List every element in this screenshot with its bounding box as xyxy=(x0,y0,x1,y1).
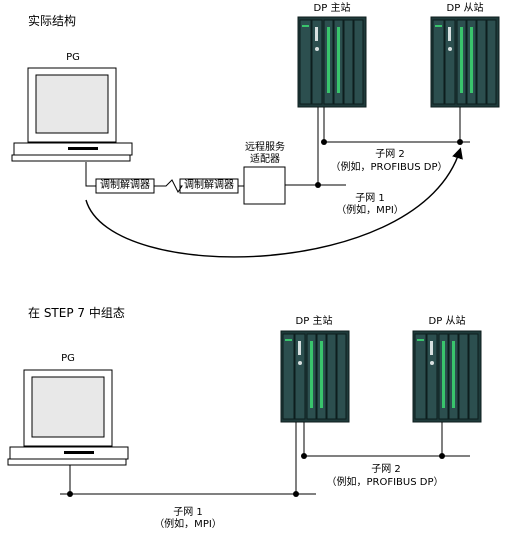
subnet2-name-top: 子网 2 xyxy=(375,149,405,160)
node-dot xyxy=(321,139,327,145)
plc-green-strip xyxy=(337,27,340,93)
subnet2-name-bottom: 子网 2 xyxy=(371,464,401,475)
subnet1-detail-top: （例如，MPI） xyxy=(336,205,404,216)
plc-master-top xyxy=(297,16,367,108)
plc-cpu-module xyxy=(311,19,323,105)
node-dot xyxy=(315,182,321,188)
subnet2-detail-bottom: （例如，PROFIBUS DP） xyxy=(326,477,444,488)
plc-green-strip xyxy=(460,27,463,93)
plc-status-indicator xyxy=(430,361,434,365)
pg-computer-top xyxy=(11,67,133,162)
plc-power-module xyxy=(432,19,445,105)
node-dot xyxy=(457,139,463,145)
plc-slave-bottom xyxy=(412,330,482,423)
plc-slave-top xyxy=(430,16,500,108)
plc-key-switch xyxy=(298,341,301,355)
plc-signal-module xyxy=(458,333,469,420)
plc-green-strip xyxy=(310,341,313,408)
pg-label-top: PG xyxy=(66,52,80,63)
pg-to-modem-line xyxy=(85,162,96,187)
plc-led xyxy=(302,25,309,27)
modem-label-1: 调制解调器 xyxy=(100,180,150,191)
plc-green-strip xyxy=(452,341,455,408)
plc-key-switch xyxy=(430,341,433,355)
plc-cpu-module xyxy=(444,19,456,105)
phone-line-zigzag xyxy=(154,179,183,193)
subnet1-name-bottom: 子网 1 xyxy=(173,507,203,518)
plc-master-bottom xyxy=(280,330,350,423)
remote-adapter-box xyxy=(243,166,286,205)
node-dot xyxy=(301,453,307,459)
subnet1-name-top: 子网 1 xyxy=(355,193,385,204)
plc-key-switch xyxy=(448,27,451,41)
plc-status-indicator xyxy=(448,47,452,51)
plc-signal-module xyxy=(486,19,497,105)
modem-label-2: 调制解调器 xyxy=(184,180,234,191)
plc-led xyxy=(435,25,442,27)
pg-label-bottom: PG xyxy=(61,353,75,364)
plc-green-strip xyxy=(327,27,330,93)
dp-master-label-top: DP 主站 xyxy=(313,3,351,14)
plc-cpu-module xyxy=(426,333,438,420)
plc-led xyxy=(285,339,292,341)
dp-slave-label-top: DP 从站 xyxy=(446,3,484,14)
plc-green-strip xyxy=(320,341,323,408)
plc-cpu-module xyxy=(294,333,306,420)
plc-power-module xyxy=(414,333,427,420)
plc-status-indicator xyxy=(298,361,302,365)
heading-actual-structure: 实际结构 xyxy=(28,14,77,28)
heading-step7-config: 在 STEP 7 中组态 xyxy=(28,306,125,320)
remote-adapter-label-2: 适配器 xyxy=(250,154,280,165)
subnet2-detail-top: （例如，PROFIBUS DP） xyxy=(330,162,448,173)
plc-power-module xyxy=(282,333,295,420)
node-dot xyxy=(293,491,299,497)
plc-green-strip xyxy=(442,341,445,408)
dp-master-label-bottom: DP 主站 xyxy=(295,316,333,327)
remote-adapter-label-1: 远程服务 xyxy=(245,142,285,153)
subnet1-detail-bottom: （例如，MPI） xyxy=(154,519,222,530)
node-dot xyxy=(439,453,445,459)
plc-key-switch xyxy=(315,27,318,41)
plc-led xyxy=(417,339,424,341)
plc-signal-module xyxy=(468,333,479,420)
plc-status-indicator xyxy=(315,47,319,51)
plc-signal-module xyxy=(476,19,487,105)
routing-arrow xyxy=(85,147,463,258)
plc-signal-module xyxy=(343,19,354,105)
plc-signal-module xyxy=(326,333,337,420)
dp-slave-label-bottom: DP 从站 xyxy=(428,316,466,327)
pg-computer-bottom xyxy=(7,369,129,466)
node-dot xyxy=(67,491,73,497)
plc-signal-module xyxy=(336,333,347,420)
plc-power-module xyxy=(299,19,312,105)
plc-green-strip xyxy=(470,27,473,93)
plc-signal-module xyxy=(353,19,364,105)
